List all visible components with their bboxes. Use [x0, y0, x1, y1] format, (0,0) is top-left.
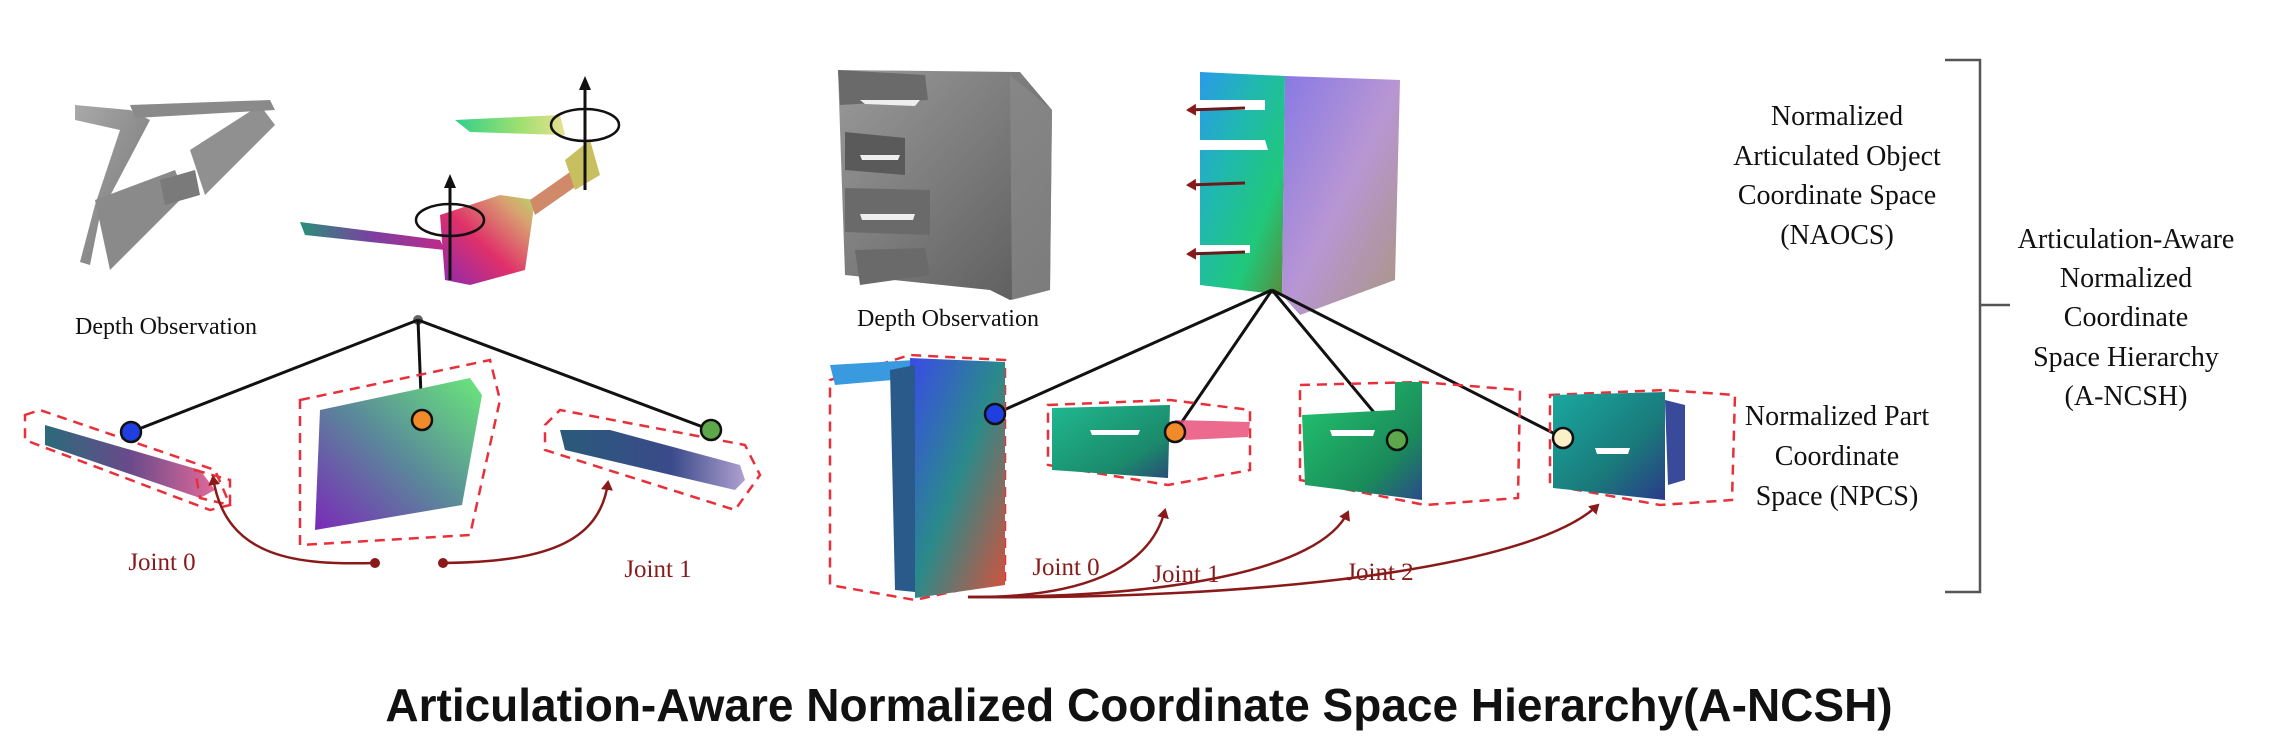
ancsh-line-1: Articulation-Aware: [2018, 224, 2235, 255]
left-joint-arrows: [208, 475, 613, 568]
naocs-line-2: Articulated Object: [1733, 141, 1941, 172]
naocs-label: Normalized Articulated Object Coordinate…: [1733, 101, 1941, 251]
cabinet-part-drawer-3: [1548, 388, 1737, 507]
glasses-depth-observation: [75, 100, 275, 270]
left-hierarchy-lines: [130, 315, 712, 434]
part-0-dot: [119, 420, 143, 444]
npcs-line-2: Coordinate: [1775, 441, 1899, 472]
left-part-2: [543, 408, 762, 512]
middle-joint-2-label: Joint 2: [1346, 559, 1413, 586]
npcs-line-3: Space (NPCS): [1756, 481, 1919, 512]
cabinet-depth-observation: [838, 70, 1052, 300]
cabinet-part-1-dot: [1163, 420, 1187, 444]
middle-depth-observation-label: Depth Observation: [857, 306, 1039, 332]
left-part-0: [23, 408, 232, 512]
ancsh-line-5: (A-NCSH): [2065, 381, 2188, 412]
ancsh-line-4: Space Hierarchy: [2033, 342, 2219, 373]
left-joint-1-label: Joint 1: [624, 556, 691, 583]
naocs-line-4: (NAOCS): [1780, 220, 1894, 251]
npcs-label: Normalized Part Coordinate Space (NPCS): [1745, 401, 1929, 512]
ancsh-label: Articulation-Aware Normalized Coordinate…: [2018, 224, 2235, 412]
middle-joint-0-label: Joint 0: [1032, 554, 1099, 581]
cabinet-part-2-dot: [1385, 428, 1409, 452]
middle-joint-arrows: [967, 503, 1600, 599]
part-2-dot: [699, 418, 723, 442]
cabinet-part-drawer-1: [1046, 398, 1252, 487]
naocs-line-1: Normalized: [1771, 101, 1903, 132]
cabinet-naocs-pointcloud: [1186, 72, 1400, 315]
left-part-1: [298, 358, 502, 547]
cabinet-part-3-dot: [1551, 426, 1575, 450]
left-depth-observation-label: Depth Observation: [75, 314, 257, 340]
cabinet-part-0-dot: [983, 402, 1007, 426]
left-joint-0-label: Joint 0: [128, 549, 195, 576]
naocs-line-3: Coordinate Space: [1738, 180, 1936, 211]
hierarchy-bracket: [1945, 58, 2010, 594]
ancsh-line-3: Coordinate: [2064, 302, 2188, 333]
glasses-naocs-pointcloud: [300, 76, 621, 285]
cabinet-part-body: [828, 353, 1007, 602]
figure-caption: Articulation-Aware Normalized Coordinate…: [385, 679, 1893, 731]
npcs-line-1: Normalized Part: [1745, 401, 1929, 432]
middle-joint-1-label: Joint 1: [1152, 561, 1219, 588]
part-1-dot: [410, 408, 434, 432]
ancsh-line-2: Normalized: [2060, 263, 2192, 294]
cabinet-part-drawer-2: [1298, 380, 1522, 507]
